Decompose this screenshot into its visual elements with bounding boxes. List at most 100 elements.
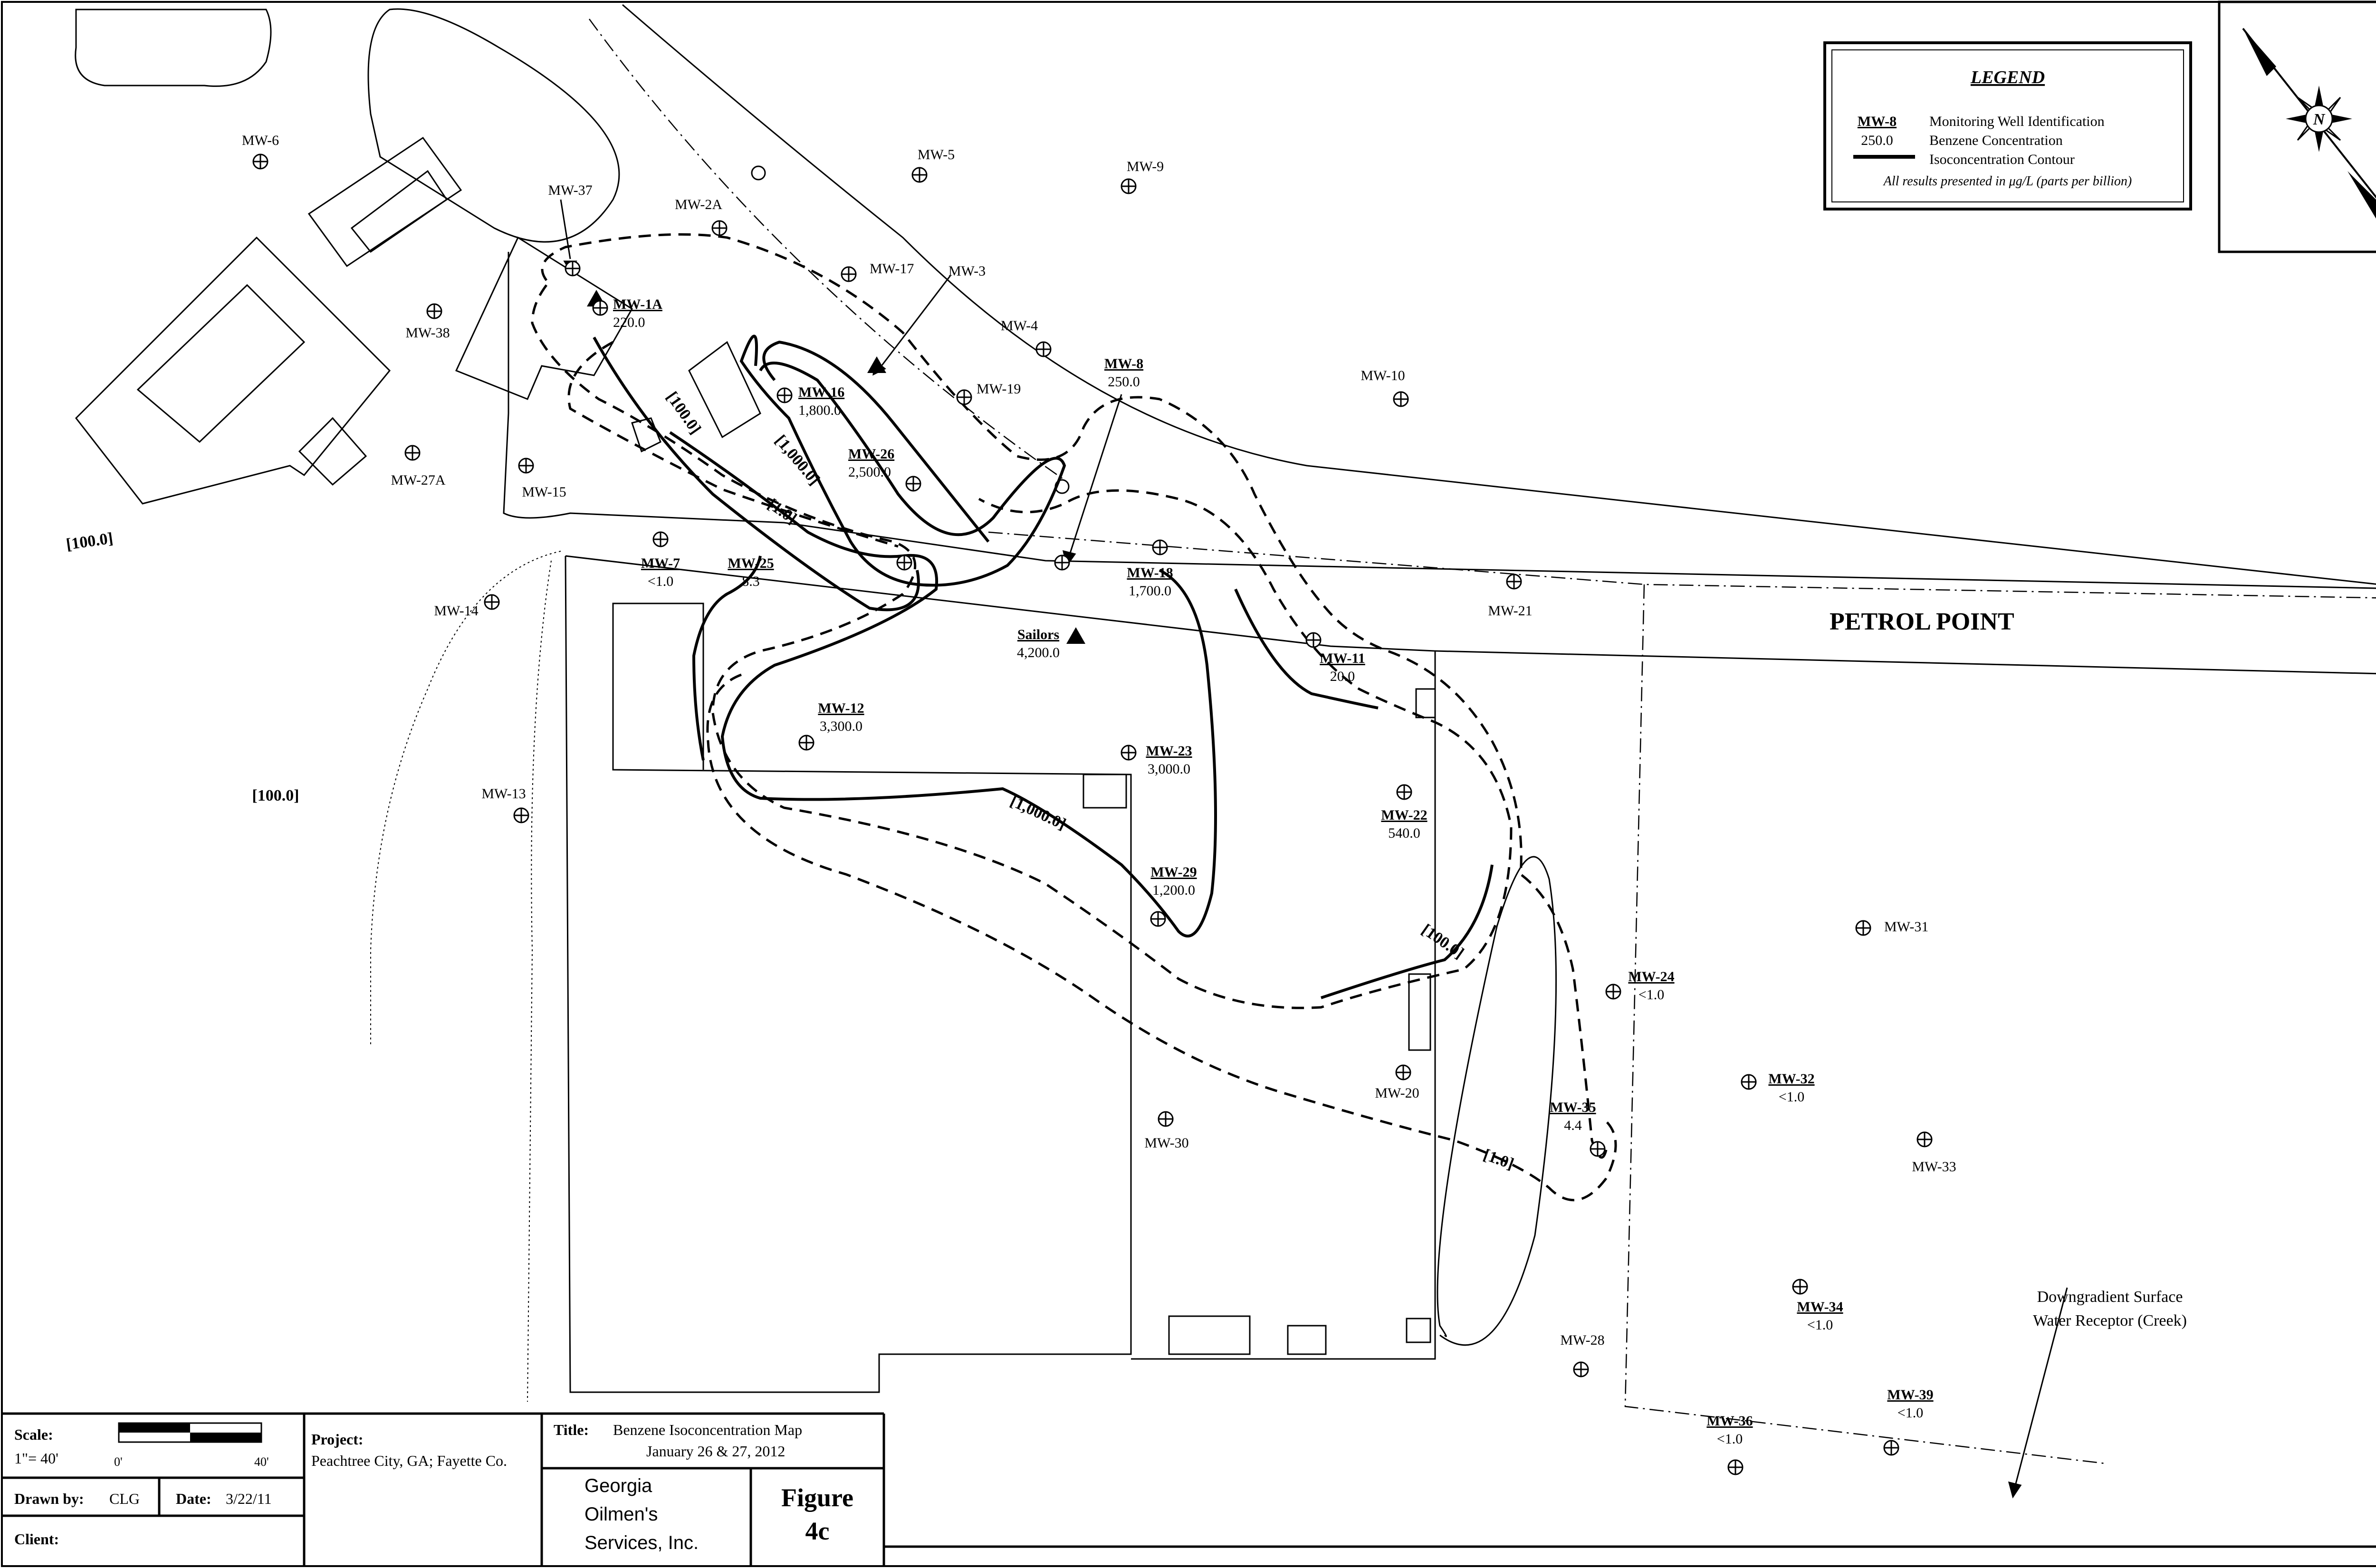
small-box-1 bbox=[1083, 774, 1127, 809]
well-id-label: MW-10 bbox=[1360, 368, 1405, 383]
well-crosshair bbox=[405, 446, 420, 460]
legend-title: LEGEND bbox=[1970, 67, 2045, 87]
well-crosshair bbox=[1574, 1362, 1588, 1377]
project-value: Peachtree City, GA; Fayette Co. bbox=[311, 1452, 507, 1469]
well-id-label: MW-1A bbox=[613, 296, 662, 312]
well-crosshair bbox=[957, 390, 971, 404]
well-crosshair bbox=[1121, 746, 1136, 760]
benzene-concentration-label: <1.0 bbox=[1807, 1317, 1833, 1333]
well-id-label: MW-26 bbox=[848, 446, 894, 462]
well-id-label: MW-8 bbox=[1104, 356, 1143, 372]
well-id-label: MW-17 bbox=[870, 261, 914, 277]
contour-100-outer bbox=[541, 233, 1608, 1159]
well-id-label: MW-9 bbox=[1127, 159, 1164, 174]
legend-row-2: Benzene Concentration bbox=[1929, 133, 2063, 148]
well-mw-3: MW-3 bbox=[948, 263, 986, 279]
building-outline bbox=[75, 236, 391, 505]
north-arrow-box: N bbox=[2218, 0, 2376, 253]
well-id-label: MW-7 bbox=[641, 555, 680, 571]
well-id-label: MW-25 bbox=[728, 555, 774, 571]
well-mw-20: MW-20 bbox=[1375, 1064, 1419, 1101]
well-id-label: MW-4 bbox=[1001, 318, 1038, 334]
benzene-concentration-label: 4,200.0 bbox=[1017, 645, 1060, 660]
well-mw-12: MW-12 3,300.0 bbox=[798, 700, 864, 751]
benzene-concentration-label: 220.0 bbox=[613, 315, 645, 330]
figure-label: Figure bbox=[781, 1483, 853, 1512]
well-crosshair bbox=[1856, 921, 1870, 935]
title-line-2: January 26 & 27, 2012 bbox=[646, 1443, 785, 1460]
well-mw-25: MW-258.3 bbox=[728, 555, 912, 589]
well-mw-10: MW-10 bbox=[1360, 368, 1409, 407]
lot-line bbox=[565, 555, 1436, 1360]
well-crosshair bbox=[912, 168, 927, 182]
scale-zero: 0' bbox=[114, 1455, 123, 1469]
contour-100-inner bbox=[567, 341, 899, 548]
well-mw-36: MW-36<1.0 bbox=[1706, 1413, 1753, 1475]
benzene-concentration-label: 3,000.0 bbox=[1148, 761, 1190, 777]
well-id-label: MW-12 bbox=[818, 700, 864, 716]
well-id-label: MW-16 bbox=[798, 384, 844, 400]
well-crosshair bbox=[1306, 633, 1321, 647]
well-mw-15: MW-15 bbox=[518, 458, 566, 500]
well-crosshair bbox=[1055, 555, 1069, 570]
well-id-label: MW-22 bbox=[1381, 807, 1427, 823]
benzene-concentration-label: <1.0 bbox=[1897, 1405, 1923, 1421]
well-mw-6: MW-6 bbox=[242, 133, 279, 170]
well-id-label: MW-21 bbox=[1488, 603, 1532, 619]
figure-number: 4c bbox=[805, 1517, 830, 1545]
place-label: PETROL POINT bbox=[1830, 608, 2014, 635]
well-mw-28: MW-28 bbox=[1560, 1332, 1605, 1377]
contour-1-solid bbox=[692, 555, 762, 761]
well-crosshair bbox=[1917, 1132, 1932, 1147]
drawn-by-value: CLG bbox=[109, 1490, 140, 1507]
well-mw-2a: MW-2A bbox=[675, 197, 728, 236]
title-block-text: Scale: 1"= 40' 0' 40' Drawn by: CLG Date… bbox=[14, 1421, 853, 1553]
well-id-label: MW-20 bbox=[1375, 1085, 1419, 1101]
benzene-concentration-label: 3,300.0 bbox=[820, 718, 862, 734]
benzene-concentration-label: <1.0 bbox=[648, 574, 673, 589]
well-crosshair bbox=[1153, 540, 1167, 555]
well-id-label: MW-3 bbox=[948, 263, 986, 279]
scale-value: 1"= 40' bbox=[14, 1450, 58, 1467]
well-mw-38: MW-38 bbox=[405, 303, 450, 341]
well-id-label: MW-35 bbox=[1550, 1100, 1596, 1115]
pavement-edge bbox=[503, 252, 2376, 589]
well-id-label: MW-32 bbox=[1768, 1071, 1814, 1087]
well-crosshair bbox=[485, 595, 499, 609]
canopy-outline bbox=[367, 8, 620, 243]
well-crosshair bbox=[1507, 574, 1521, 589]
well-id-label: MW-11 bbox=[1320, 650, 1365, 666]
benzene-concentration-label: 2,500.0 bbox=[848, 464, 891, 480]
well-crosshair bbox=[565, 261, 580, 276]
lot-boundary bbox=[565, 555, 1132, 1393]
well-mw-9: MW-9 bbox=[1121, 159, 1164, 194]
contours-dashed bbox=[531, 233, 1617, 1202]
well-mw-26: MW-26 2,500.0 bbox=[848, 446, 921, 492]
small-box-3 bbox=[1408, 973, 1431, 1051]
building-wing bbox=[136, 284, 306, 443]
well-id-label: MW-33 bbox=[1912, 1159, 1956, 1175]
well-id-label: MW-15 bbox=[522, 484, 566, 500]
legend-sample-id: MW-8 bbox=[1858, 114, 1897, 129]
island-outline bbox=[631, 417, 661, 453]
benzene-concentration-label: 1,200.0 bbox=[1152, 882, 1195, 898]
well-crosshair bbox=[1590, 1142, 1605, 1156]
company-line-3: Services, Inc. bbox=[584, 1532, 699, 1553]
well-mw-13: MW-13 bbox=[481, 786, 529, 823]
dispenser-island-1 bbox=[307, 136, 462, 268]
well-id-label: MW-34 bbox=[1797, 1299, 1843, 1315]
well-id-label: MW-13 bbox=[481, 786, 526, 802]
well-id-label: MW-18 bbox=[1127, 565, 1173, 581]
well-id-label: MW-37 bbox=[548, 182, 592, 198]
dumpster-2 bbox=[1287, 1325, 1327, 1355]
contour-1000-a bbox=[739, 335, 1066, 587]
legend-sample-value: 250.0 bbox=[1861, 133, 1893, 148]
dumpster-1 bbox=[1168, 1315, 1251, 1355]
benzene-concentration-label: 1,700.0 bbox=[1129, 583, 1171, 599]
well-crosshair bbox=[842, 267, 856, 281]
